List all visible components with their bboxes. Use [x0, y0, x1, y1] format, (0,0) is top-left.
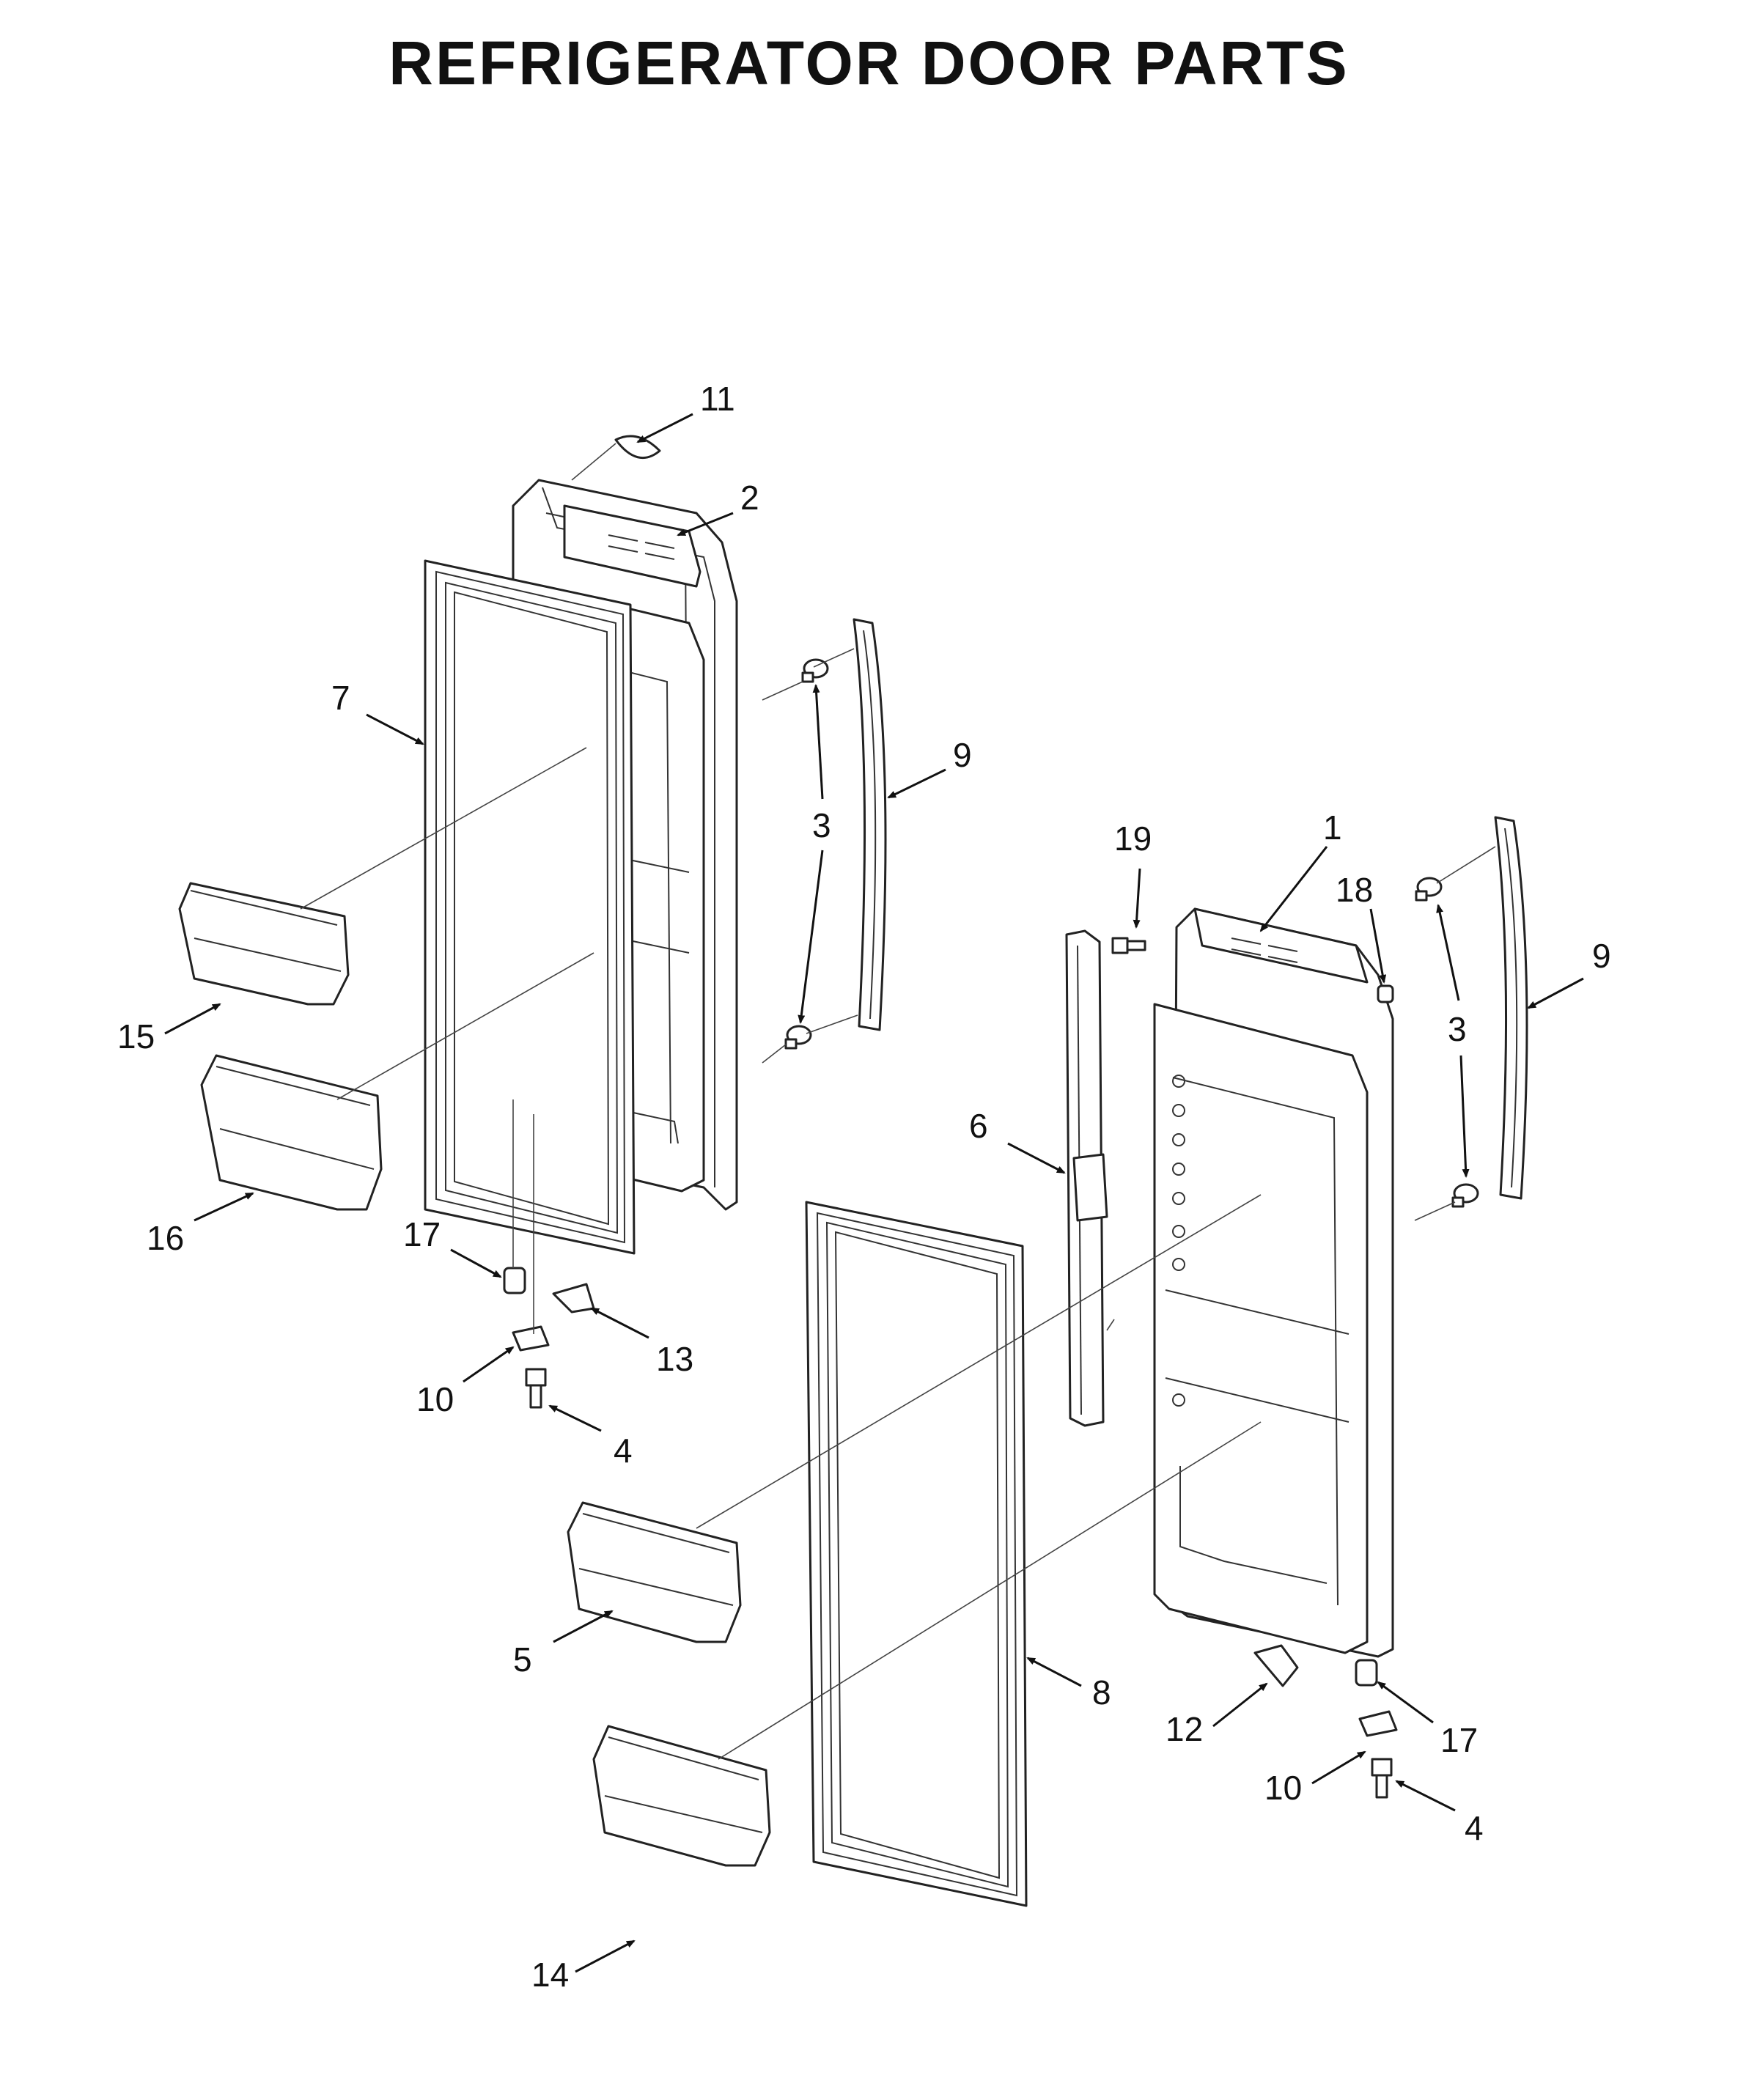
- hinge-screw-4-right: [1371, 1758, 1393, 1799]
- left-handle-stud-top: [801, 658, 829, 683]
- right-door-shelf-pegs: [1172, 1075, 1185, 1407]
- hinge-bushing-17-right: [1355, 1659, 1378, 1687]
- callout-3-right: 3: [1448, 1010, 1467, 1048]
- callout-12: 12: [1166, 1710, 1203, 1748]
- hinge-plug-18: [1377, 984, 1394, 1003]
- callout-10-left: 10: [416, 1380, 454, 1418]
- door-stop-12: [1253, 1644, 1299, 1687]
- door-bin-14: [592, 1725, 771, 1867]
- callout-18: 18: [1336, 871, 1373, 909]
- door-stop-13: [552, 1283, 595, 1314]
- mullion-screw-19: [1111, 937, 1146, 954]
- callout-4-right: 4: [1465, 1809, 1484, 1847]
- door-bin-16: [200, 1054, 383, 1211]
- right-door-handle: [1494, 816, 1528, 1200]
- right-door-liner: [1153, 907, 1394, 1658]
- left-door-gasket: [424, 559, 636, 1255]
- callout-5: 5: [513, 1640, 532, 1679]
- left-door-top-vents: [608, 534, 675, 560]
- callout-2: 2: [740, 479, 759, 517]
- callout-13: 13: [656, 1340, 693, 1378]
- callout-9-left: 9: [953, 736, 972, 774]
- callout-6: 6: [969, 1107, 988, 1145]
- door-bin-15: [178, 882, 350, 1006]
- left-handle-stud-bottom: [784, 1025, 812, 1050]
- callout-1: 1: [1323, 808, 1342, 847]
- hinge-bushing-17-left: [503, 1267, 526, 1294]
- flipper-mullion: [1065, 929, 1108, 1427]
- callout-15: 15: [117, 1017, 155, 1055]
- callout-7: 7: [331, 679, 350, 717]
- callout-14: 14: [531, 1956, 569, 1994]
- page-title: REFRIGERATOR DOOR PARTS: [389, 29, 1349, 97]
- callout-8: 8: [1092, 1673, 1111, 1712]
- callout-4-left: 4: [614, 1432, 633, 1470]
- hinge-screw-4-left: [525, 1368, 547, 1409]
- left-door-handle: [853, 618, 887, 1031]
- right-door-gasket: [805, 1201, 1028, 1907]
- callout-9-right: 9: [1592, 937, 1611, 975]
- door-bin-5: [567, 1501, 742, 1643]
- hinge-plate-10-right: [1358, 1710, 1398, 1737]
- callout-arrows: [164, 413, 1584, 1973]
- callout-17-left: 17: [403, 1215, 441, 1253]
- callout-3-left: 3: [812, 806, 831, 844]
- callout-17-right: 17: [1440, 1721, 1478, 1759]
- callout-11: 11: [700, 380, 735, 418]
- callout-19: 19: [1114, 819, 1152, 858]
- right-handle-stud-top: [1415, 877, 1443, 902]
- callout-16: 16: [147, 1219, 184, 1257]
- right-handle-stud-bottom: [1451, 1183, 1479, 1208]
- callout-10-right: 10: [1264, 1769, 1302, 1807]
- hinge-cover: [614, 435, 661, 459]
- leader-lines: [300, 443, 1496, 1760]
- hinge-plate-10-left: [512, 1325, 550, 1352]
